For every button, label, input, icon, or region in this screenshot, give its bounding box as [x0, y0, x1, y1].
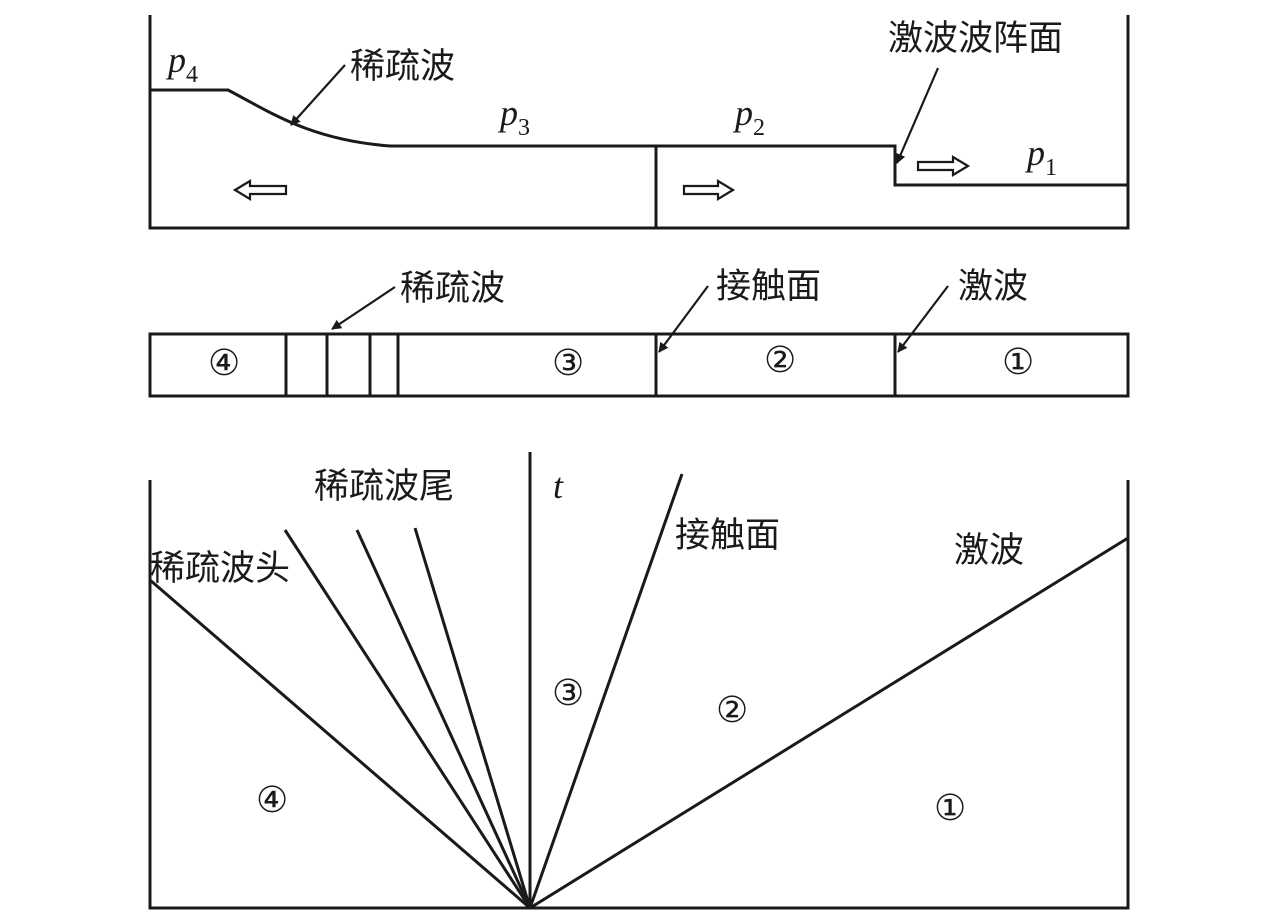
shock-front-label: 激波波阵面	[888, 19, 1063, 59]
region-3-label: ③	[552, 343, 584, 384]
region-3-label: ③	[552, 673, 584, 714]
rarefaction-pointer	[331, 286, 396, 330]
pressure-profile-panel: p4 p3 p2 p1 稀疏波 激波波阵面	[148, 15, 1130, 230]
xt-diagram-panel: t 稀疏波尾 稀疏波头 接触面 激波 ④ ③ ② ①	[148, 452, 1130, 910]
region-1-label: ①	[934, 788, 966, 829]
right-arrow-icon	[682, 179, 736, 201]
region-4-label: ④	[208, 343, 240, 384]
rarefaction-wave-label: 稀疏波	[350, 47, 455, 87]
shock-label: 激波	[958, 267, 1028, 307]
right-arrow-icon	[916, 155, 971, 177]
pressure-label-p4: p4	[165, 40, 198, 88]
region-4-label: ④	[256, 780, 288, 821]
pressure-label-p2: p2	[732, 93, 765, 141]
region-2-label: ②	[716, 690, 748, 731]
rarefaction-fan-line	[283, 529, 532, 909]
region-2-label: ②	[764, 340, 796, 381]
pressure-curve	[150, 88, 1128, 187]
xt-frame	[148, 480, 1130, 910]
shock-line	[529, 536, 1129, 910]
region-1-label: ①	[1002, 342, 1034, 383]
rarefaction-tail-line	[413, 527, 532, 909]
tube-regions-panel: ④ ③ ② ① 稀疏波 接触面 激波	[148, 267, 1130, 398]
tube-outline	[148, 15, 1130, 230]
contact-surface-label: 接触面	[716, 267, 821, 307]
shock-label: 激波	[954, 531, 1024, 571]
rarefaction-pointer	[290, 64, 346, 126]
shock-pointer	[897, 285, 949, 353]
shock-front-pointer	[895, 67, 940, 164]
contact-surface-line	[528, 473, 684, 909]
rarefaction-head-label: 稀疏波头	[150, 549, 290, 589]
pressure-label-p1: p1	[1024, 133, 1057, 181]
rarefaction-wave-label: 稀疏波	[400, 269, 505, 309]
pressure-label-p3: p3	[497, 93, 530, 141]
rarefaction-fan-line	[355, 529, 532, 909]
left-arrow-icon	[232, 179, 288, 201]
rarefaction-tail-label: 稀疏波尾	[314, 467, 454, 507]
rarefaction-head-line	[149, 578, 531, 910]
time-axis-label: t	[553, 466, 564, 506]
tube-rectangle	[148, 332, 1130, 398]
contact-surface-pointer	[658, 285, 709, 353]
contact-surface-label: 接触面	[675, 516, 780, 556]
